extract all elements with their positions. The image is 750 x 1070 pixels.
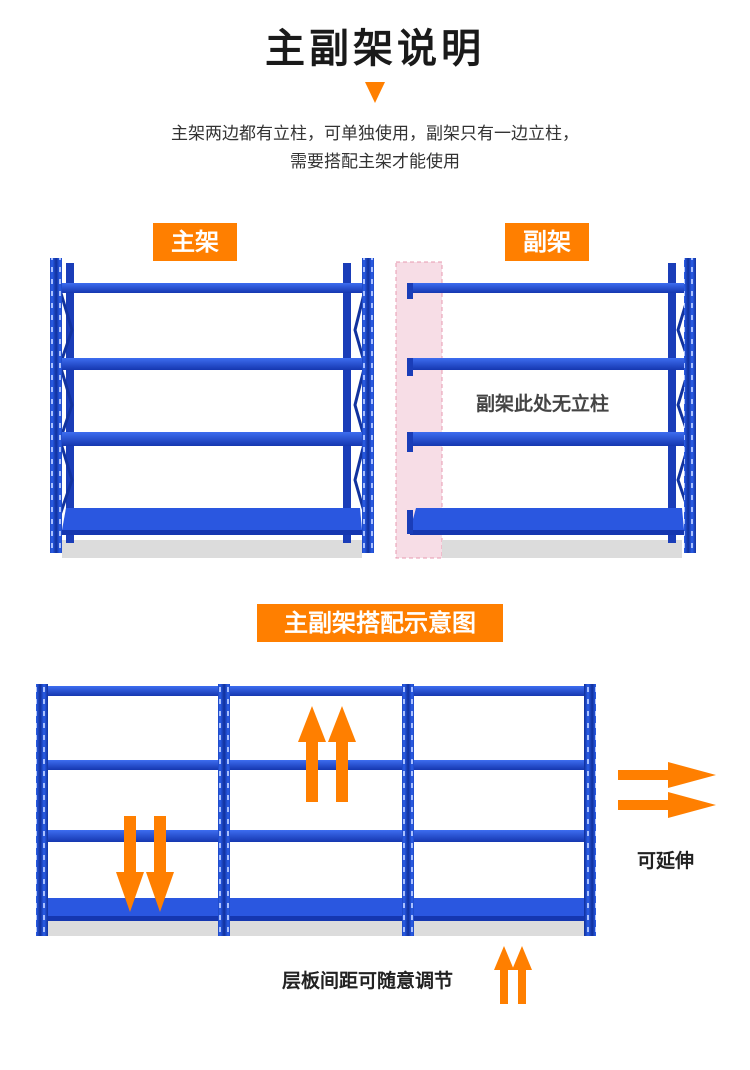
combo-post-1 (36, 684, 48, 936)
front-post-left (50, 258, 62, 553)
arrow-down-icon (116, 816, 174, 912)
no-post-note: 副架此处无立柱 (476, 393, 610, 415)
front-post-right (362, 258, 374, 553)
main-rack-shelves (62, 283, 362, 535)
shelf-1 (62, 283, 362, 293)
combo-post-2 (218, 684, 230, 936)
shelf-2 (412, 358, 684, 370)
combo-post-3 (402, 684, 414, 936)
floor-shadow (62, 540, 362, 558)
extendable-note: 可延伸 (637, 850, 695, 872)
shelf-3 (44, 898, 594, 916)
arrow-up-down-icon (494, 946, 532, 1004)
top-beam (40, 686, 596, 696)
floor-shadow (442, 540, 682, 558)
main-rack-label: 主架 (153, 223, 237, 261)
shelf-2 (44, 830, 594, 842)
description: 主架两边都有立柱，可单独使用，副架只有一边立柱， 需要搭配主架才能使用 (80, 120, 670, 176)
shelf-1 (412, 283, 684, 293)
combo-diagram-label: 主副架搭配示意图 (257, 604, 503, 642)
combo-post-4 (584, 684, 596, 936)
chevron-down-icon (365, 82, 385, 103)
arrow-right-icon (618, 762, 716, 818)
side-brace-left (58, 289, 74, 516)
front-post-right (684, 258, 696, 553)
side-brace-right (676, 289, 692, 516)
description-line-1: 主架两边都有立柱，可单独使用，副架只有一边立柱， (171, 124, 579, 144)
back-post-right (343, 263, 351, 543)
sub-rack-shelves (410, 283, 684, 535)
description-line-2: 需要搭配主架才能使用 (290, 152, 460, 172)
sub-rack-label: 副架 (505, 223, 589, 261)
side-brace-right (353, 289, 367, 516)
adjustable-note: 层板间距可随意调节 (282, 970, 454, 992)
shelf-2 (62, 358, 362, 370)
page-title: 主副架说明 (265, 26, 485, 72)
floor-shadow (44, 918, 596, 936)
shelf-4 (62, 508, 362, 530)
arrow-up-icon (298, 706, 356, 802)
shelf-4 (410, 508, 684, 530)
shelf-1 (44, 760, 594, 770)
shelf-3 (412, 432, 684, 446)
shelf-3 (62, 432, 362, 446)
combo-shelves (44, 760, 594, 921)
back-post-right (668, 263, 676, 543)
